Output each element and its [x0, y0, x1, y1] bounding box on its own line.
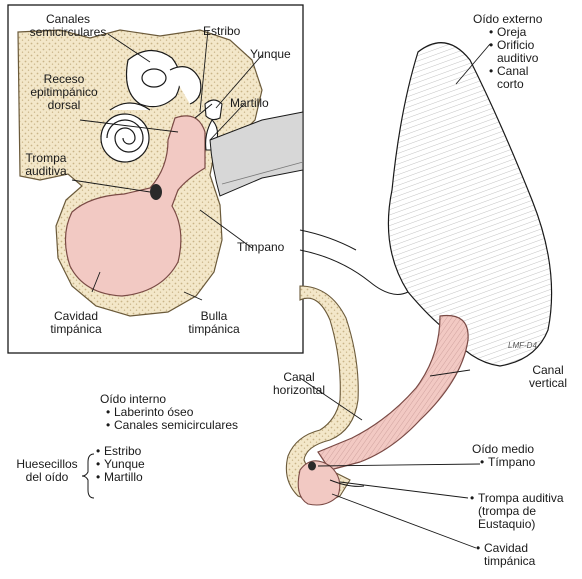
label-epitympanic-recess: Receso epitimpánico dorsal — [22, 73, 106, 112]
inset-auditory-tube-opening — [150, 184, 162, 200]
ossicle-malleus: •Martillo — [96, 471, 145, 484]
label-tympanic-cavity: Cavidad timpánica — [40, 310, 112, 336]
ossicles-list: •Estribo •Yunque •Martillo — [96, 445, 145, 484]
inner-ear-item-canals: •Canales semicirculares — [100, 419, 238, 432]
label-malleus: Martillo — [230, 97, 269, 110]
label-tympanum: Tímpano — [237, 241, 284, 254]
pinna — [388, 43, 551, 366]
middle-ear-group: Oído medio •Tímpano — [472, 443, 535, 469]
label-horizontal-canal: Canal horizontal — [264, 371, 334, 397]
label-incus: Yunque — [250, 48, 291, 61]
label-tympanic-cavity-main: Cavidad timpánica — [484, 542, 535, 568]
middle-ear-item-tympanum: •Tímpano — [472, 456, 535, 469]
main-tympanum — [308, 462, 316, 471]
label-stapes: Estribo — [203, 25, 240, 38]
outer-ear-item-orifice: •Orificio auditivo — [489, 39, 542, 65]
tympanic-cavity-main-group: •Cavidad timpánica — [476, 542, 535, 568]
label-vertical-canal: Canal vertical — [520, 364, 576, 390]
artist-signature: LMF-D4 — [508, 341, 537, 350]
ossicles-title: Huesecillos del oído — [8, 458, 86, 484]
inner-ear-group: Oído interno •Laberinto óseo •Canales se… — [100, 393, 238, 432]
inset-cochlea — [101, 114, 149, 162]
eustachian-tube-group: •Trompa auditiva (trompa de Eustaquio) — [470, 492, 564, 531]
outer-ear-item-short-canal: •Canal corto — [489, 65, 542, 91]
label-tympanic-bulla: Bulla timpánica — [182, 310, 246, 336]
outer-ear-group: Oído externo •Oreja •Orificio auditivo •… — [473, 13, 542, 91]
label-eustachian-tube: Trompa auditiva (trompa de Eustaquio) — [478, 492, 564, 531]
label-semicircular-canals: Canales semicirculares — [22, 13, 114, 39]
label-auditory-tube: Trompa auditiva — [16, 152, 76, 178]
